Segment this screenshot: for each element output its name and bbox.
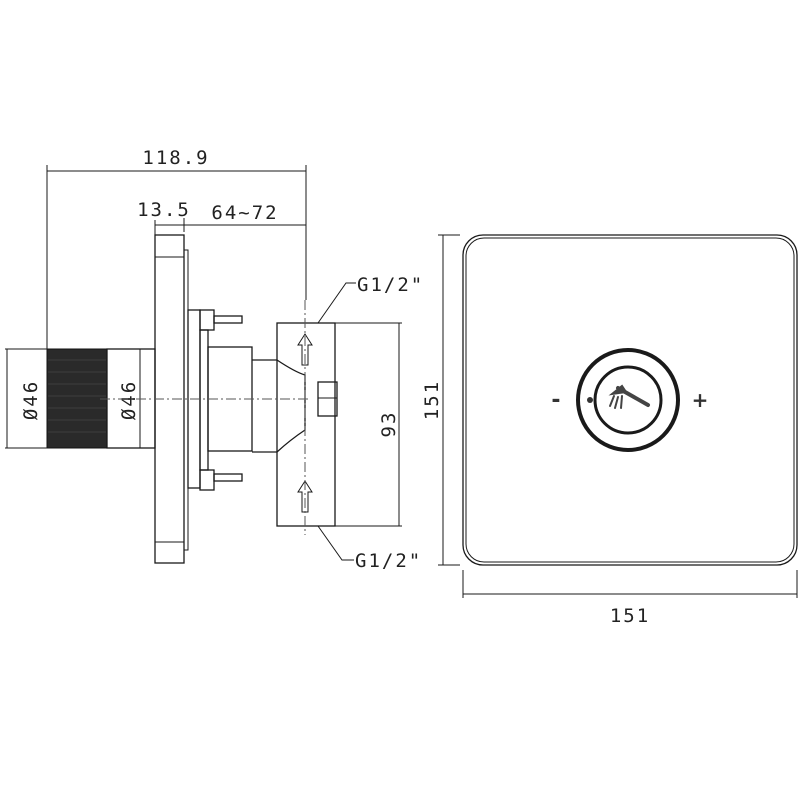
bolt bbox=[213, 473, 243, 482]
minus-label: - bbox=[551, 388, 560, 413]
knob-diameter-label: Ø46 bbox=[20, 380, 42, 420]
bolt bbox=[213, 315, 243, 324]
front-plate bbox=[462, 234, 798, 566]
leader-line bbox=[317, 282, 356, 324]
valve-neck bbox=[252, 359, 306, 453]
knurl-lines bbox=[48, 359, 106, 433]
body-height-label: 93 bbox=[378, 411, 400, 438]
front-plate-inner-edge bbox=[465, 237, 795, 563]
bottom-connection-label: G1/2" bbox=[355, 550, 422, 572]
front-view: 151 151 - + bbox=[421, 234, 798, 627]
leader-line bbox=[317, 525, 354, 561]
sleeve-diameter-label: Ø46 bbox=[118, 380, 140, 420]
front-height-label: 151 bbox=[421, 380, 443, 420]
block-clip bbox=[317, 381, 338, 417]
side-view: 118.9 13.5 64~72 Ø46 Ø46 bbox=[5, 147, 424, 572]
control-knob[interactable] bbox=[593, 365, 663, 435]
shower-head-icon bbox=[608, 384, 650, 409]
plus-label: + bbox=[692, 388, 709, 412]
top-connection-label: G1/2" bbox=[357, 274, 424, 296]
indicator-dot bbox=[587, 397, 593, 403]
flange-ring bbox=[199, 329, 209, 471]
flow-arrow-up-icon bbox=[297, 333, 313, 366]
valve-block bbox=[276, 322, 336, 527]
bolt-head bbox=[199, 309, 215, 331]
knurled-knob bbox=[46, 348, 108, 449]
wall-depth-label: 64~72 bbox=[211, 202, 278, 224]
front-width-label: 151 bbox=[610, 605, 650, 627]
bolt-head bbox=[199, 469, 215, 491]
plate-thickness-label: 13.5 bbox=[137, 199, 191, 221]
control-ring bbox=[576, 348, 680, 452]
overall-length-label: 118.9 bbox=[142, 147, 209, 169]
flow-arrow-up-icon bbox=[297, 480, 313, 513]
